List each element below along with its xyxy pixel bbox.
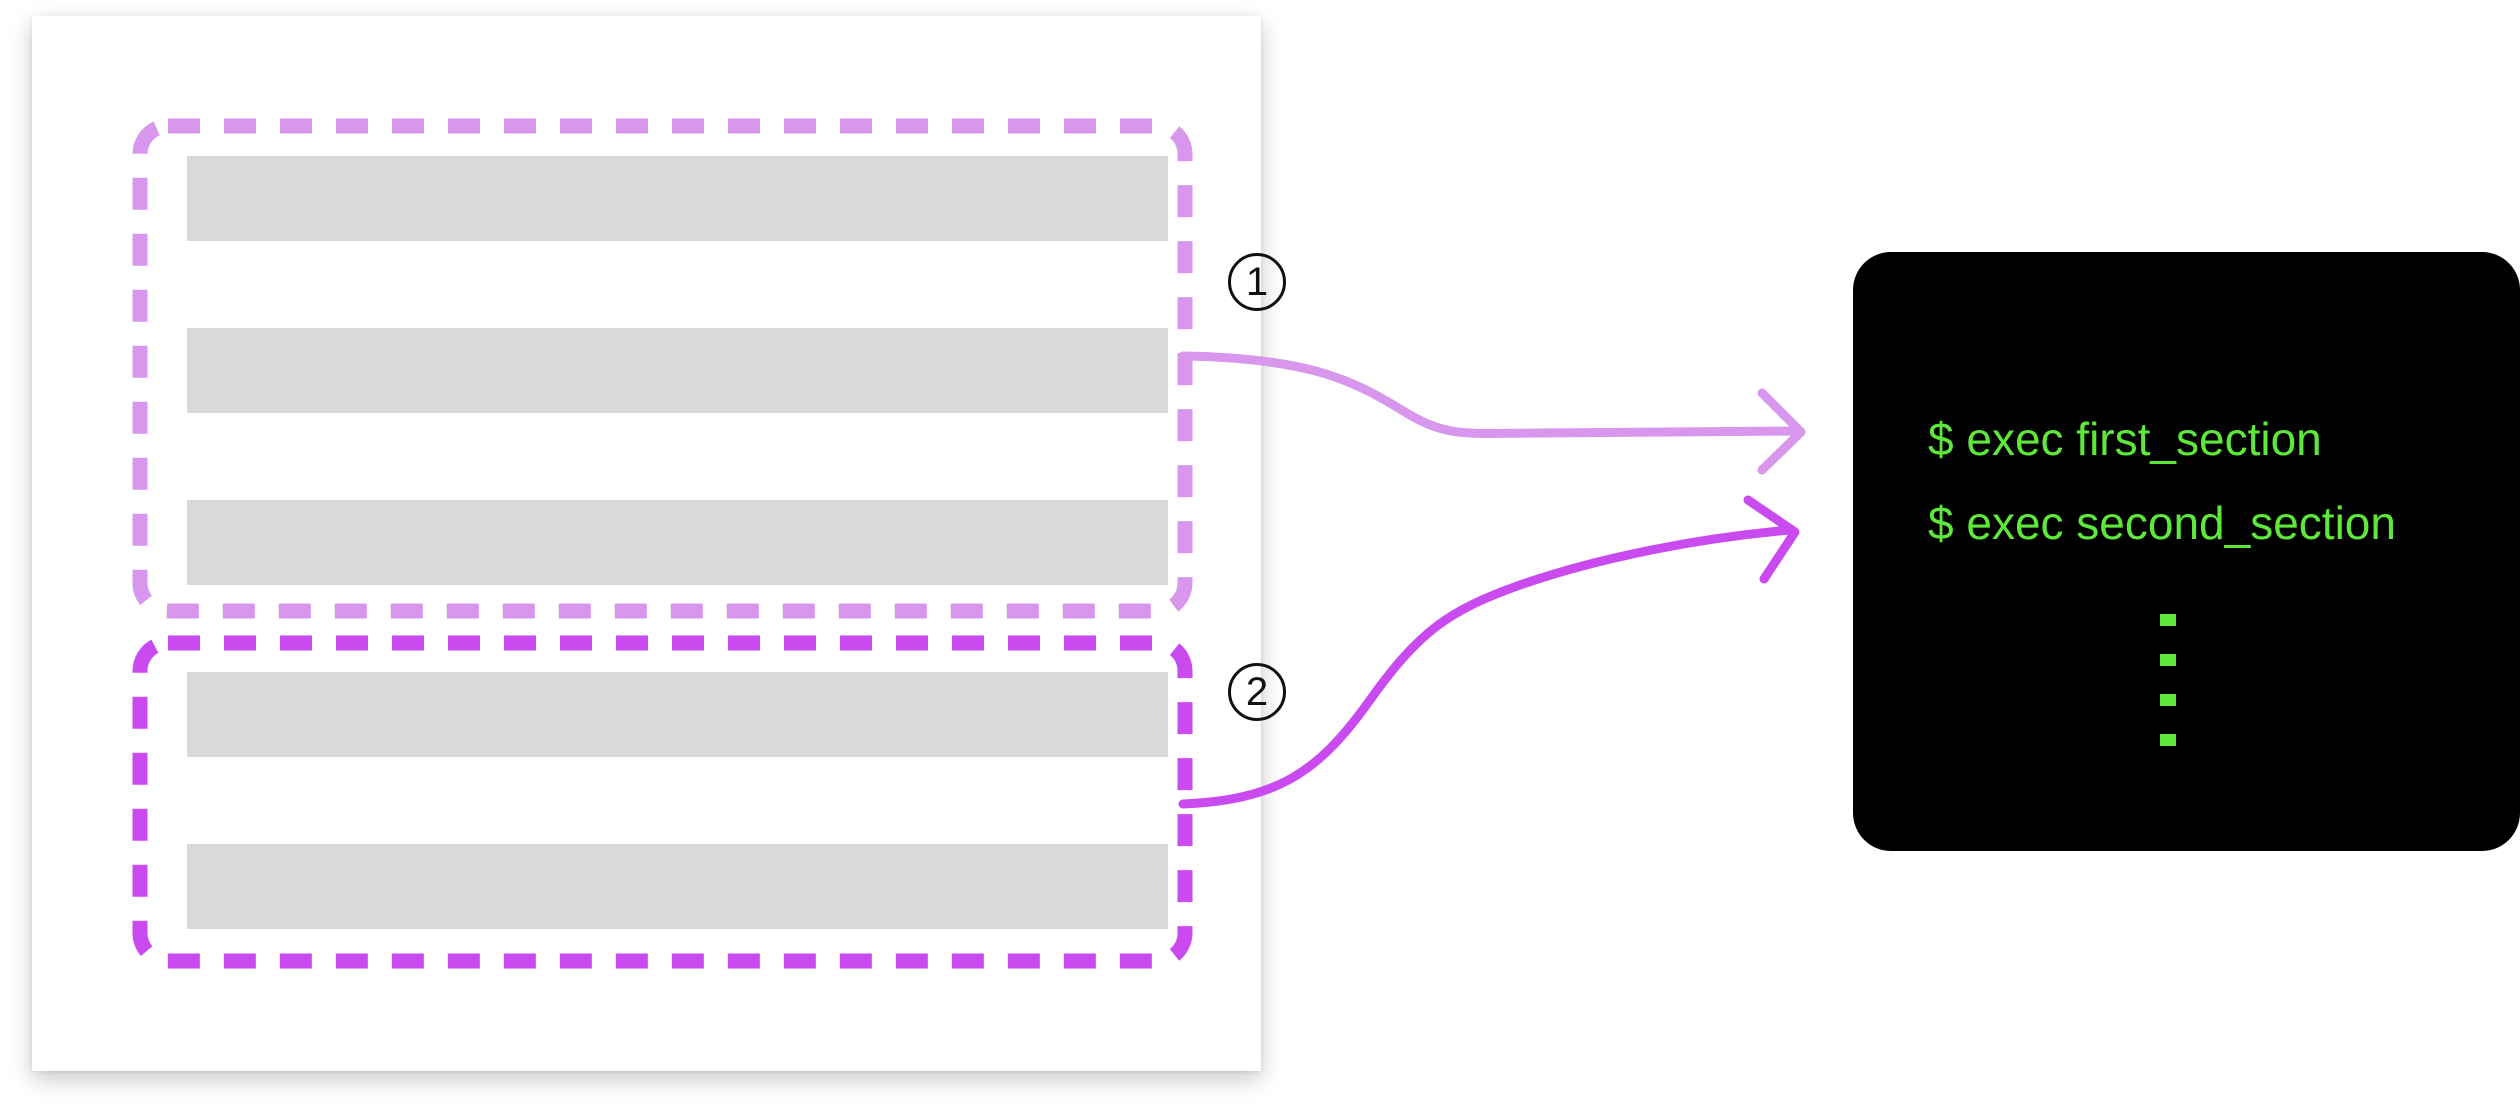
section-2-outline [132, 635, 1193, 969]
document-line [187, 844, 1168, 929]
step-1-badge: 1 [1228, 253, 1286, 311]
section-1-outline [132, 118, 1193, 619]
document-line [187, 156, 1168, 241]
vertical-ellipsis-icon [2160, 614, 2176, 774]
ellipsis-dot [2160, 734, 2176, 746]
step-2-badge: 2 [1228, 663, 1286, 721]
ellipsis-dot [2160, 654, 2176, 666]
ellipsis-dot [2160, 614, 2176, 626]
arrow-1-line [1178, 351, 1800, 438]
terminal-command-first: $ exec first_section [1928, 413, 2322, 465]
terminal-command-second: $ exec second_section [1928, 497, 2396, 549]
arrow-2-head [1743, 495, 1800, 584]
document-card [32, 16, 1261, 1071]
arrow-1-head [1757, 388, 1806, 475]
arrow-2-line [1178, 525, 1795, 809]
document-line [187, 500, 1168, 585]
document-line [187, 672, 1168, 757]
document-line [187, 328, 1168, 413]
terminal-window: $ exec first_section $ exec second_secti… [1853, 252, 2520, 851]
ellipsis-dot [2160, 694, 2176, 706]
